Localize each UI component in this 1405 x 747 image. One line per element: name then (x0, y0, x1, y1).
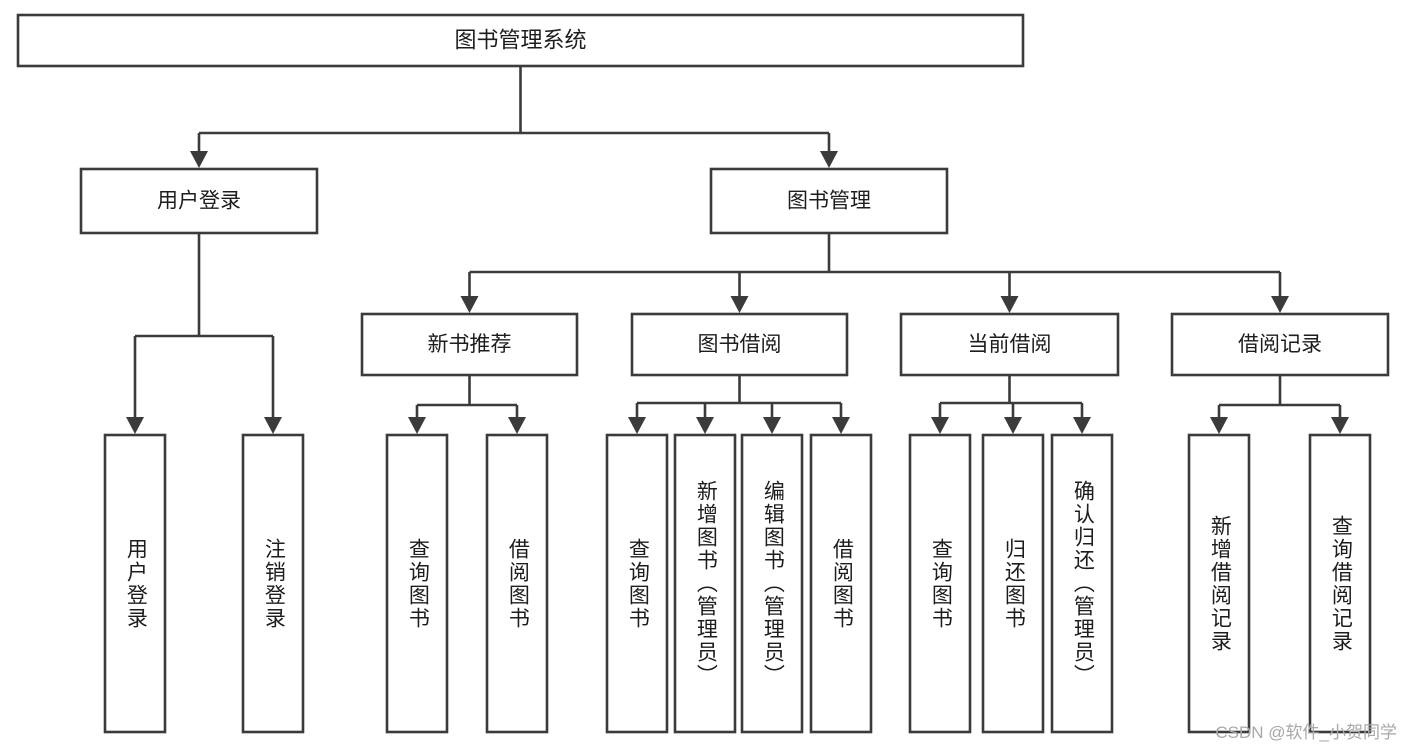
arrow-head-icon (931, 417, 949, 434)
node-box (1050, 433, 1114, 734)
node-label: 图书借阅 (698, 333, 782, 356)
node-label: 借阅记录 (1238, 333, 1322, 356)
node-leaf-return-book[interactable] (981, 433, 1045, 734)
node-leaf-user-login[interactable] (103, 433, 167, 734)
connector-layer (126, 66, 1349, 434)
node-new-book-recommend[interactable]: 新书推荐 (360, 312, 579, 377)
node-box (908, 433, 972, 734)
arrow-head-icon (628, 417, 646, 434)
node-box (809, 433, 873, 734)
node-box (1187, 433, 1251, 734)
arrow-head-icon (1004, 417, 1022, 434)
node-box (103, 433, 167, 734)
node-box (385, 433, 449, 734)
node-leaf-borrow-book-2[interactable] (809, 433, 873, 734)
arrow-head-icon (190, 151, 208, 168)
node-leaf-add-book[interactable] (673, 433, 737, 734)
node-leaf-query-book-3[interactable] (908, 433, 972, 734)
node-box (1170, 312, 1390, 377)
node-current-borrow[interactable]: 当前借阅 (899, 312, 1120, 377)
node-label: 用户登录 (157, 190, 241, 213)
arrow-head-icon (820, 151, 838, 168)
node-label: 新书推荐 (428, 333, 512, 356)
arrow-head-icon (1331, 417, 1349, 434)
arrow-head-icon (1210, 417, 1228, 434)
node-box (485, 433, 549, 734)
node-leaf-edit-book[interactable] (740, 433, 804, 734)
node-leaf-borrow-book-1[interactable] (485, 433, 549, 734)
arrow-head-icon (1073, 417, 1091, 434)
node-leaf-query-record[interactable] (1308, 433, 1372, 734)
node-leaf-user-logout[interactable] (241, 433, 305, 734)
node-leaf-add-record[interactable] (1187, 433, 1251, 734)
node-label: 当前借阅 (968, 333, 1052, 356)
arrow-head-icon (763, 417, 781, 434)
node-leaf-confirm-return[interactable] (1050, 433, 1114, 734)
node-box (605, 433, 669, 734)
node-box (1308, 433, 1372, 734)
node-box (241, 433, 305, 734)
arrow-head-icon (1271, 296, 1289, 313)
arrow-head-icon (508, 417, 526, 434)
node-box (16, 13, 1025, 68)
node-borrow-record[interactable]: 借阅记录 (1170, 312, 1390, 377)
node-label: 图书管理系统 (454, 27, 586, 52)
node-label: 图书管理 (787, 190, 871, 213)
node-user-login[interactable]: 用户登录 (79, 167, 319, 235)
arrow-head-icon (1000, 296, 1019, 313)
node-box (709, 167, 949, 235)
node-leaf-query-book-1[interactable] (385, 433, 449, 734)
arrow-head-icon (832, 417, 850, 434)
node-leaf-query-book-2[interactable] (605, 433, 669, 734)
node-box (740, 433, 804, 734)
arrow-head-icon (264, 417, 282, 434)
node-book-borrow[interactable]: 图书借阅 (630, 312, 849, 377)
node-box (981, 433, 1045, 734)
watermark-text: CSDN @软件_小贺同学 (1215, 723, 1397, 742)
arrow-head-icon (126, 417, 144, 434)
arrow-head-icon (730, 296, 749, 313)
arrow-head-icon (696, 417, 714, 434)
arrow-head-icon (408, 417, 426, 434)
node-box (899, 312, 1120, 377)
node-box (630, 312, 849, 377)
node-book-manage[interactable]: 图书管理 (709, 167, 949, 235)
arrow-head-icon (460, 296, 479, 313)
node-box (79, 167, 319, 235)
node-root[interactable]: 图书管理系统 (16, 13, 1025, 68)
node-box (673, 433, 737, 734)
node-box (360, 312, 579, 377)
